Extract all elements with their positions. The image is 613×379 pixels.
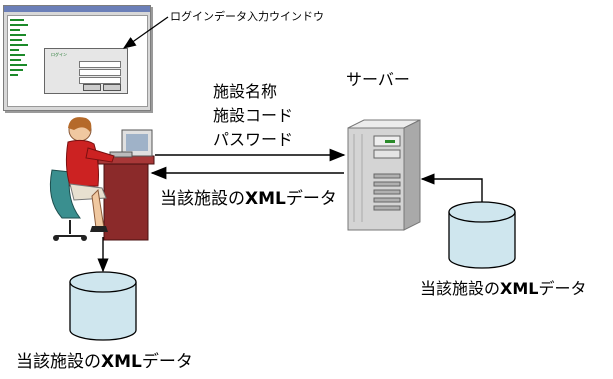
server-tower-icon xyxy=(347,119,421,231)
credential-facility-name: 施設名称 xyxy=(213,82,278,101)
server-db-label: 当該施設のXMLデータ xyxy=(420,279,587,298)
server-db-arrow xyxy=(420,173,483,207)
credential-password: パスワード xyxy=(213,130,294,149)
login-window-screenshot-icon: ログイン xyxy=(3,5,151,111)
database-cylinder-icon xyxy=(448,201,516,269)
client-db-label: 当該施設のXMLデータ xyxy=(16,352,193,372)
xml-return-label: 当該施設のXMLデータ xyxy=(160,189,337,209)
login-window-label: ログインデータ入力ウインドウ xyxy=(170,10,324,23)
credential-facility-code: 施設コード xyxy=(213,106,294,125)
user-at-computer-icon xyxy=(49,117,155,241)
callout-line xyxy=(122,16,169,49)
server-label: サーバー xyxy=(346,70,410,89)
database-cylinder-icon xyxy=(69,271,137,341)
